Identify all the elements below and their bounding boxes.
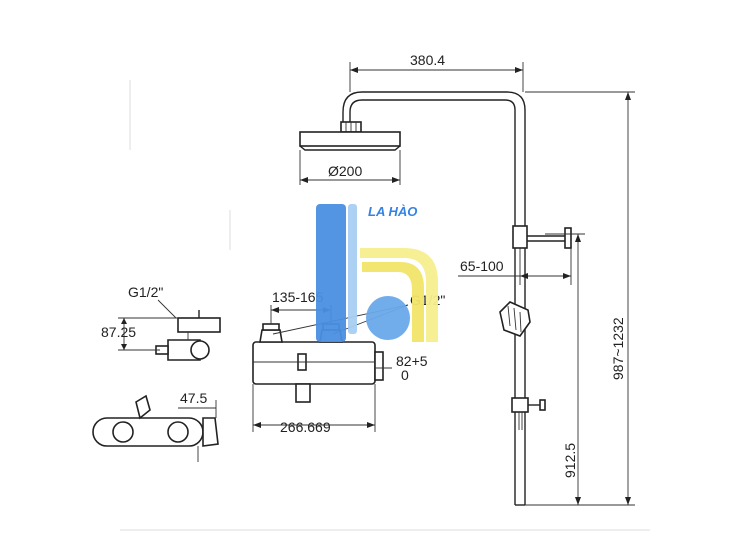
inlet-offset-top-label: 82+5 (396, 353, 428, 369)
mixer-body (252, 341, 376, 385)
brand-logo: LA HÀO (316, 204, 438, 342)
bracket-offset-dimension: 65-100 (458, 248, 572, 285)
spout (295, 383, 311, 403)
wall-plate (564, 227, 572, 249)
rail-height-dimension: 912.5 (545, 233, 585, 506)
thread-left-callout: G1/2" (128, 284, 177, 319)
left-inlet (259, 329, 283, 343)
side-top-block (177, 317, 221, 333)
top-handle (202, 417, 219, 447)
logo-yellow-arc (360, 248, 438, 342)
slider-clamp (511, 397, 529, 413)
logo-brand-text: LA HÀO (368, 204, 417, 219)
shower-column (299, 91, 572, 506)
bracket-block (512, 225, 528, 249)
inlet-offset-bottom-label: 0 (401, 367, 409, 383)
head-diameter-dimension: Ø200 (299, 150, 401, 185)
background-artifacts (120, 80, 650, 531)
logo-circle (366, 296, 410, 340)
bracket-offset-label: 65-100 (460, 258, 504, 274)
head-diameter-label: Ø200 (328, 163, 362, 179)
total-height-label: 987~1232 (610, 317, 626, 380)
handle-depth-label: 47.5 (180, 390, 207, 406)
arm-length-label: 380.4 (410, 52, 445, 68)
mixer-front-view (252, 323, 384, 403)
total-height-dimension: 987~1232 (525, 91, 635, 506)
arm-length-dimension: 380.4 (349, 52, 524, 92)
thread-left-label: G1/2" (128, 284, 163, 300)
handle-depth-dimension: 47.5 (178, 390, 217, 418)
handle (374, 351, 384, 381)
mixer-side-view (155, 310, 221, 361)
hand-shower (499, 301, 531, 337)
side-height-dimension: 87.25 (101, 317, 178, 351)
top-spout (135, 394, 151, 420)
body-length-label: 266.669 (280, 419, 331, 435)
shower-head (299, 131, 401, 147)
inlet-offset-dimension: 82+5 0 (375, 353, 428, 383)
mixer-top-view (92, 394, 219, 462)
body-length-dimension: 266.669 (252, 384, 376, 435)
logo-blue-bar (316, 204, 346, 342)
center-distance-label: 135-165 (272, 289, 324, 305)
side-height-label: 87.25 (101, 324, 136, 340)
rail-height-label: 912.5 (562, 443, 578, 478)
